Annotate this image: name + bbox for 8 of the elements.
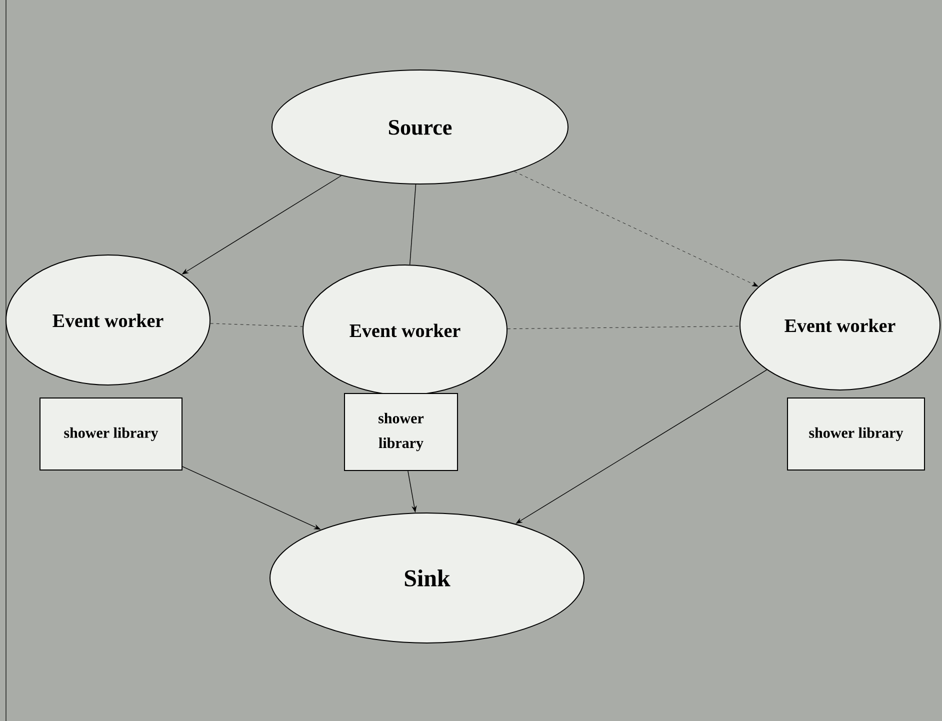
library-box: shower library bbox=[40, 398, 182, 470]
ellipse-node: Source bbox=[272, 70, 568, 184]
library-box: shower library bbox=[344, 393, 458, 471]
library-box: shower library bbox=[787, 398, 925, 470]
ellipse-node: Sink bbox=[270, 512, 584, 644]
ellipse-node: Event worker bbox=[740, 260, 940, 390]
ellipse-node: Event worker bbox=[6, 254, 210, 386]
arrow bbox=[514, 171, 758, 287]
